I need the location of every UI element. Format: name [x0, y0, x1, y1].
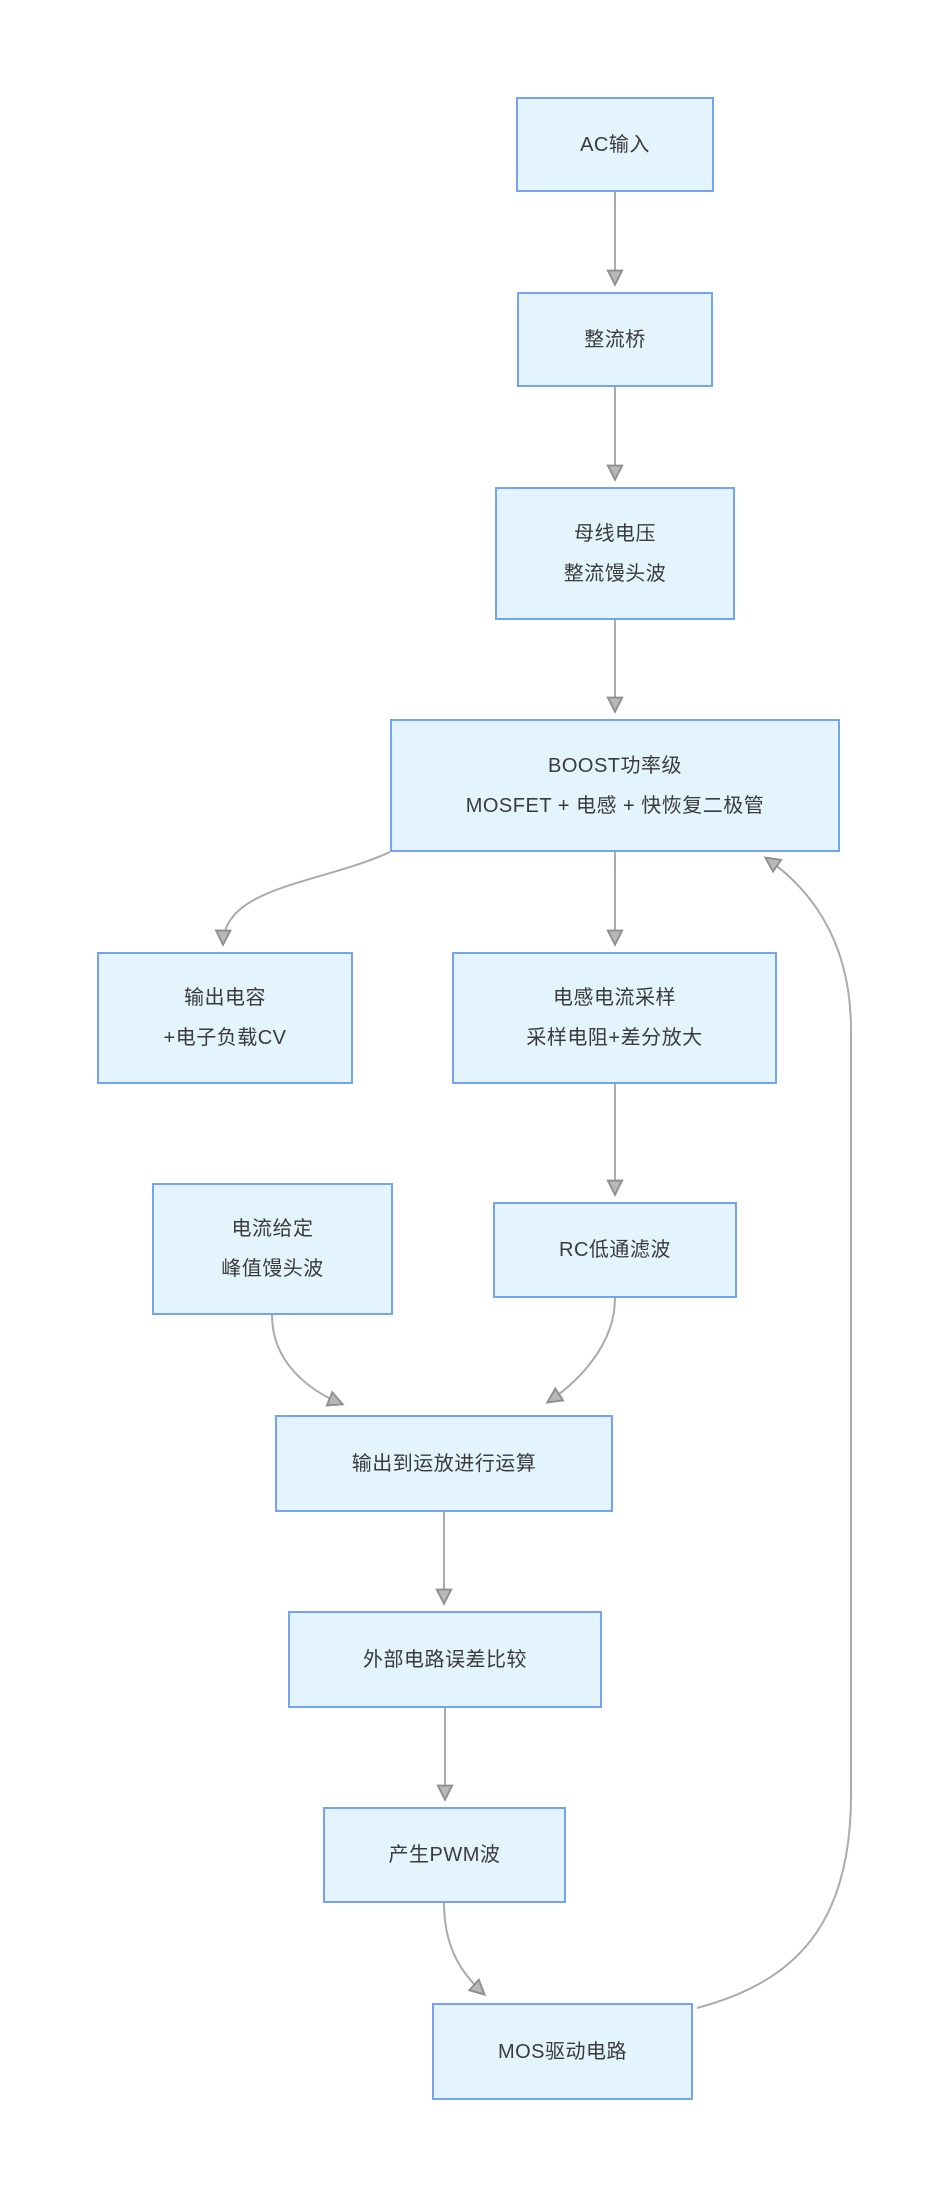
edge-boost-to-outputcap — [214, 851, 391, 947]
node-rc-filter: RC低通滤波 — [493, 1202, 737, 1298]
node-boost-stage: BOOST功率级 MOSFET + 电感 + 快恢复二极管 — [390, 719, 840, 852]
node-label: 外部电路误差比较 — [363, 1648, 527, 1671]
edge-pwm-to-mosdriver — [443, 1902, 487, 1996]
node-label-line2: 峰值馒头波 — [221, 1258, 324, 1280]
node-opamp-calc: 输出到运放进行运算 — [275, 1415, 613, 1512]
node-output-cap: 输出电容 +电子负载CV — [97, 952, 353, 1084]
edge-currentref-to-opamp — [271, 1314, 345, 1407]
node-label-line2: 采样电阻+差分放大 — [526, 1027, 703, 1049]
node-label: 电感电流采样 — [553, 987, 676, 1009]
node-label: 整流桥 — [584, 328, 646, 351]
node-bus-voltage: 母线电压整流馒头波 — [495, 487, 735, 620]
node-label-line2: +电子负载CV — [163, 1027, 287, 1049]
node-current-ref: 电流给定峰值馒头波 — [152, 1183, 393, 1315]
node-label: 产生PWM波 — [388, 1844, 501, 1866]
node-mos-driver: MOS驱动电路 — [432, 2003, 693, 2100]
node-pwm-generate: 产生PWM波 — [323, 1807, 566, 1903]
node-label: MOS驱动电路 — [497, 2040, 628, 2063]
node-label: 电流给定 — [231, 1218, 314, 1240]
node-label: BOOST功率级 — [547, 754, 682, 777]
node-label: RC低通滤波 — [559, 1239, 671, 1261]
edge-rcfilter-to-opamp — [545, 1297, 616, 1404]
node-label: 输出到运放进行运算 — [351, 1452, 537, 1475]
node-label: AC输入 — [580, 133, 650, 156]
node-label-line2: 整流馒头波 — [563, 562, 667, 585]
node-inductor-sense: 电感电流采样采样电阻+差分放大 — [452, 952, 777, 1084]
node-rectifier-bridge: 整流桥 — [517, 292, 713, 387]
node-label-line2: MOSFET + 电感 + 快恢复二极管 — [465, 794, 765, 817]
node-error-compare: 外部电路误差比较 — [288, 1611, 602, 1708]
node-label: 输出电容 — [184, 987, 266, 1009]
node-label: 母线电压 — [574, 522, 656, 545]
node-ac-input: AC输入 — [516, 97, 714, 192]
